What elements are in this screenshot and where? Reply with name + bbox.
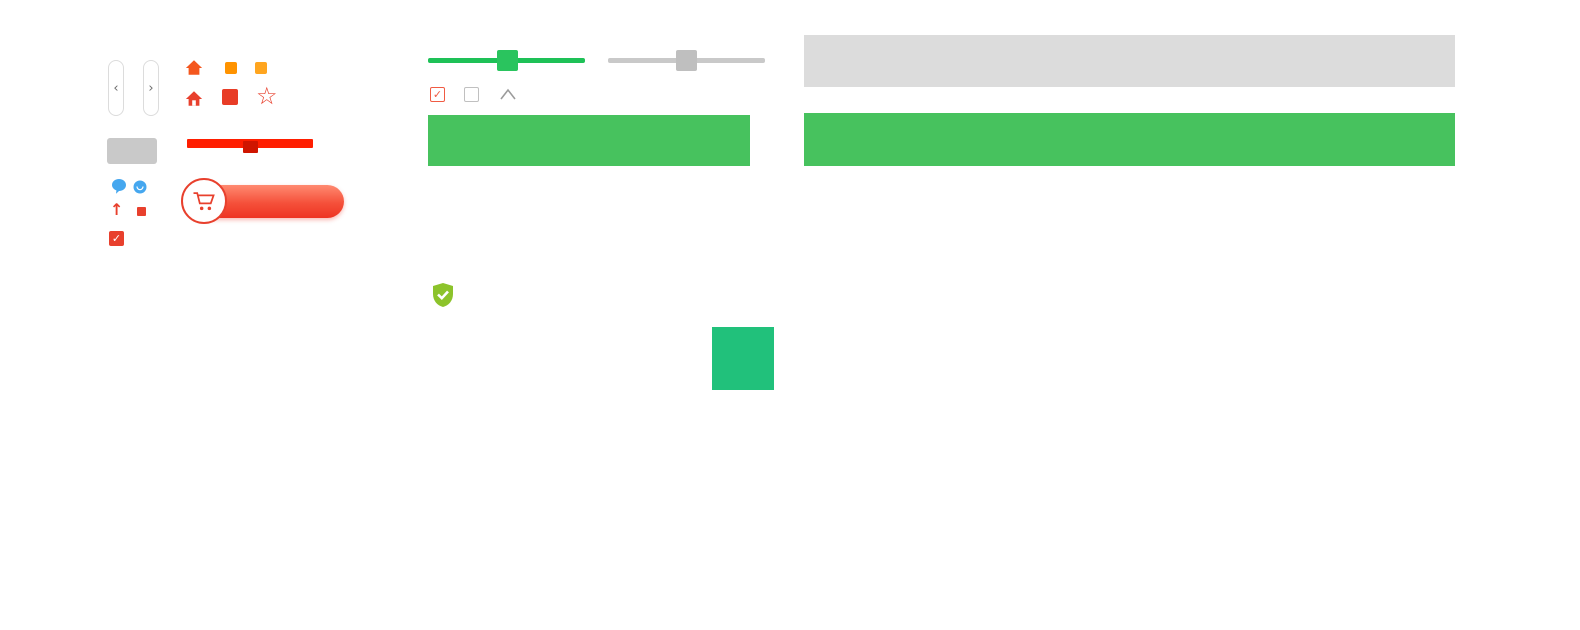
gray-placeholder-button[interactable] — [107, 138, 157, 164]
shield-check-icon — [431, 282, 455, 308]
chat-circle-icon[interactable] — [133, 180, 147, 194]
check-glyph: ✓ — [111, 232, 122, 245]
orange-swatch[interactable] — [225, 62, 237, 74]
check-glyph: ✓ — [432, 88, 443, 101]
carousel-prev-button[interactable]: ‹ — [108, 60, 124, 116]
header-bar-placeholder — [804, 35, 1455, 87]
chat-bubble-icon[interactable] — [111, 178, 127, 195]
chevron-left-icon: ‹ — [113, 80, 119, 96]
cta-bar-right[interactable] — [804, 113, 1455, 166]
arrow-up-icon[interactable]: ↑ — [110, 200, 124, 219]
red-swatch[interactable] — [222, 89, 238, 105]
gray-slider-handle[interactable] — [676, 50, 697, 71]
checkbox-empty[interactable] — [464, 87, 479, 102]
red-square — [137, 207, 146, 216]
red-range-handle[interactable] — [243, 141, 258, 153]
chevron-right-icon: › — [148, 80, 154, 96]
cart-icon — [190, 187, 218, 215]
green-tile-placeholder — [712, 327, 774, 390]
store-icon[interactable] — [185, 90, 203, 107]
cta-button-center[interactable] — [428, 115, 750, 166]
checkbox-checked[interactable]: ✓ — [430, 87, 445, 102]
chevron-up-icon[interactable] — [498, 87, 518, 101]
carousel-next-button[interactable]: › — [143, 60, 159, 116]
star-icon[interactable]: ☆ — [256, 82, 278, 110]
checked-box-icon[interactable]: ✓ — [109, 231, 124, 246]
cart-button-icon-wrap[interactable] — [181, 178, 227, 224]
home-icon[interactable] — [185, 59, 203, 76]
green-slider-handle[interactable] — [497, 50, 518, 71]
red-range-bar — [187, 139, 313, 153]
amber-swatch[interactable] — [255, 62, 267, 74]
